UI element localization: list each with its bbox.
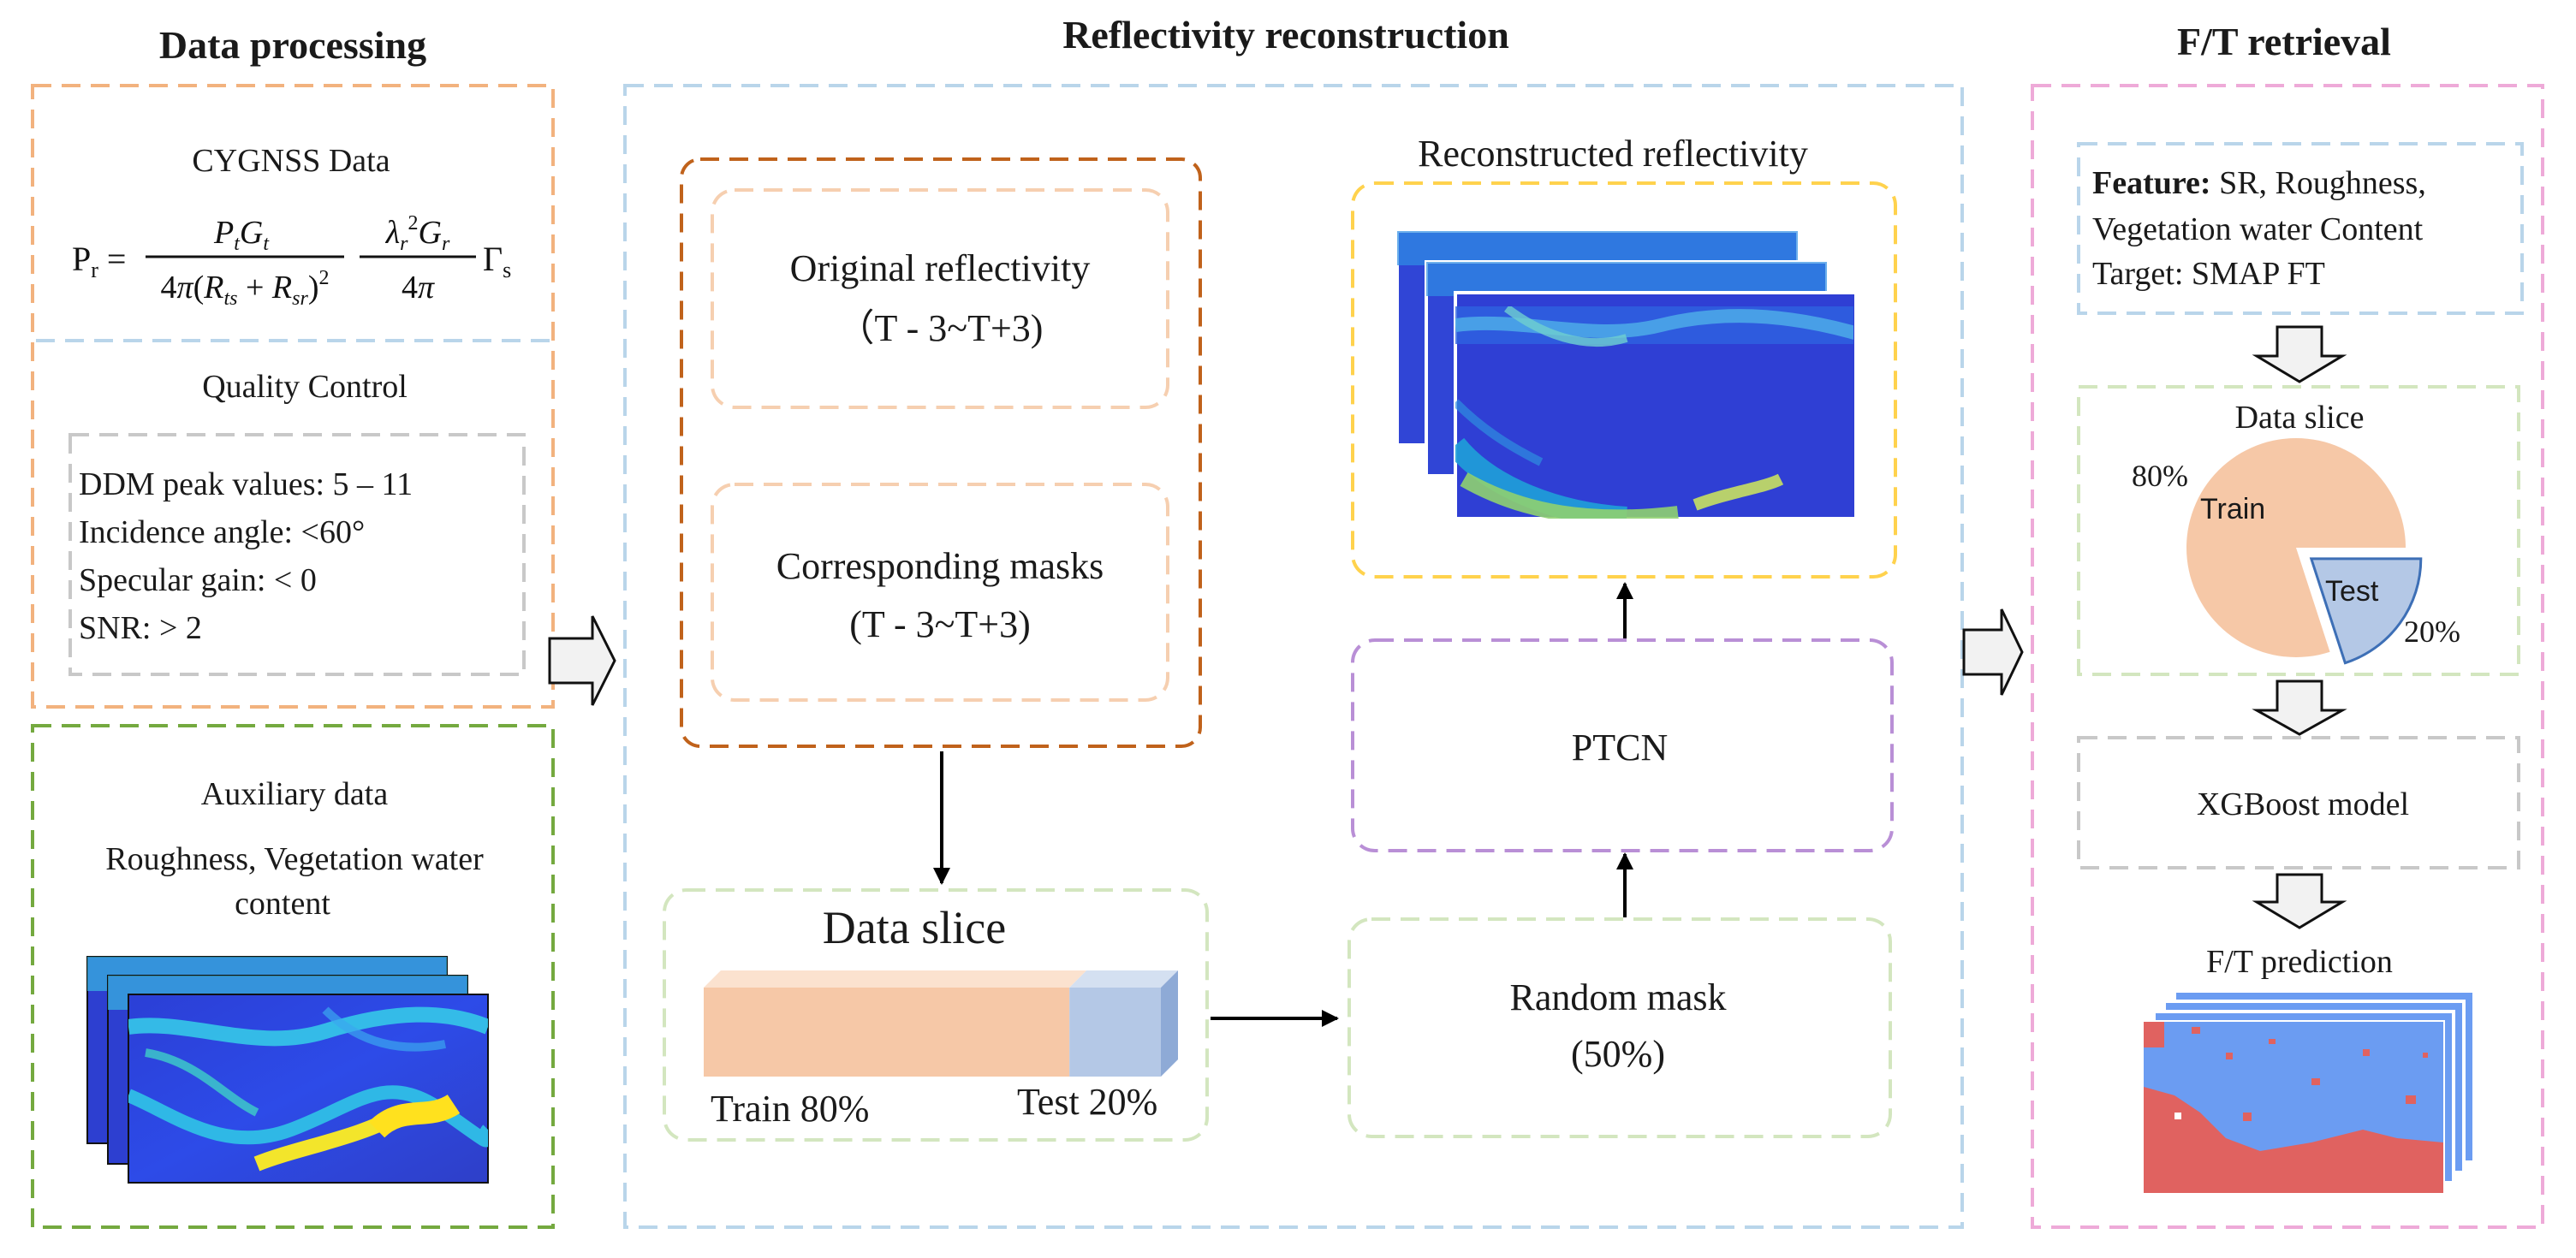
ptcn-label: PTCN	[1572, 727, 1668, 768]
pie-train-label: Train	[2200, 493, 2265, 525]
quality-control-box	[68, 433, 526, 676]
random-mask-box	[1347, 917, 1892, 1138]
section-title-data-processing: Data processing	[159, 23, 426, 67]
hollow-arrow-icon	[548, 615, 616, 706]
qc-item: DDM peak values: 5 – 11	[79, 466, 413, 502]
data-slice-title: Data slice	[823, 902, 1006, 953]
hollow-arrow-icon	[2252, 679, 2347, 736]
reconstructed-map-stack	[1395, 229, 1858, 520]
auxiliary-frame	[31, 724, 555, 1229]
section-title-retrieval: F/T retrieval	[2177, 20, 2391, 63]
train-bar	[704, 988, 1070, 1077]
prediction-title: F/T prediction	[2206, 944, 2393, 980]
data-processing-frame	[31, 84, 555, 709]
random-mask-ratio: (50%)	[1571, 1033, 1665, 1075]
corresponding-masks-label: Corresponding masks	[776, 545, 1104, 587]
pie-train-slice	[2186, 437, 2406, 657]
pie-train-percent: 80%	[2132, 459, 2188, 493]
target-line: Target: SMAP FT	[2092, 256, 2325, 292]
inputs-group-box	[680, 157, 1202, 748]
svg-text:PtGt: PtGt	[213, 215, 270, 255]
hollow-arrow-icon	[2252, 873, 2347, 929]
pie-test-percent: 20%	[2404, 614, 2460, 649]
test-label: Test 20%	[1017, 1081, 1157, 1123]
ptcn-box	[1351, 638, 1894, 852]
qc-item: Specular gain: < 0	[79, 562, 317, 598]
hollow-arrow-icon	[1962, 608, 2024, 696]
train-label: Train 80%	[711, 1088, 869, 1130]
retrieval-frame	[2031, 84, 2544, 1229]
retrieval-slice-title: Data slice	[2235, 400, 2365, 436]
cygnss-title: CYGNSS Data	[192, 143, 390, 179]
svg-text:λr2Gr: λr2Gr	[385, 212, 450, 255]
pie-test-slice	[2309, 557, 2423, 665]
train-test-bar	[704, 970, 1178, 1077]
auxiliary-title: Auxiliary data	[201, 776, 389, 812]
random-mask-label: Random mask	[1510, 976, 1727, 1018]
original-reflectivity-label: Original reflectivity	[790, 247, 1091, 289]
hollow-arrow-icon	[2252, 325, 2347, 383]
test-bar	[1069, 988, 1161, 1077]
auxiliary-line1: Roughness, Vegetation water	[105, 841, 484, 877]
qc-item: SNR: > 2	[79, 610, 202, 646]
test-bar-top	[1069, 970, 1178, 988]
section-title-reconstruction: Reflectivity reconstruction	[1062, 13, 1509, 56]
auxiliary-line2: content	[235, 886, 330, 922]
pie-test-label: Test	[2325, 575, 2379, 608]
auxiliary-map-stack	[86, 956, 489, 1184]
original-reflectivity-box	[711, 188, 1169, 409]
data-slice-box	[663, 888, 1209, 1142]
reconstructed-title: Reconstructed reflectivity	[1418, 133, 1808, 175]
prediction-map-stack	[2142, 989, 2476, 1195]
qc-item: Incidence angle: <60°	[79, 514, 365, 550]
corresponding-masks-box	[711, 483, 1169, 702]
svg-text:4π: 4π	[402, 270, 435, 306]
svg-text:Pr =: Pr =	[72, 240, 126, 282]
xgboost-box	[2077, 736, 2520, 869]
svg-text:Γs: Γs	[483, 240, 511, 282]
bar-side	[1161, 970, 1178, 1077]
corresponding-masks-range: (T - 3~T+3)	[849, 603, 1031, 645]
radar-equation: Pr = PtGt 4π(Rts + Rsr)2 λr2Gr 4π Γs	[72, 212, 511, 310]
feature-label: Feature:	[2092, 165, 2211, 201]
feature-text: SR, Roughness,	[2211, 165, 2426, 201]
reconstruction-frame	[623, 84, 1964, 1229]
svg-text:4π(Rts + Rsr)2: 4π(Rts + Rsr)2	[161, 267, 330, 310]
feature-line2: Vegetation water Content	[2092, 211, 2424, 247]
features-box	[2077, 142, 2524, 315]
train-bar-top	[704, 970, 1087, 988]
quality-control-title: Quality Control	[202, 369, 408, 405]
original-reflectivity-range: （T - 3~T+3)	[837, 307, 1044, 349]
xgboost-label: XGBoost model	[2197, 786, 2409, 822]
train-test-pie	[2186, 437, 2423, 665]
reconstructed-box	[1351, 181, 1897, 579]
retrieval-slice-box	[2077, 385, 2520, 676]
feature-line1: Feature: SR, Roughness,	[2092, 165, 2426, 201]
